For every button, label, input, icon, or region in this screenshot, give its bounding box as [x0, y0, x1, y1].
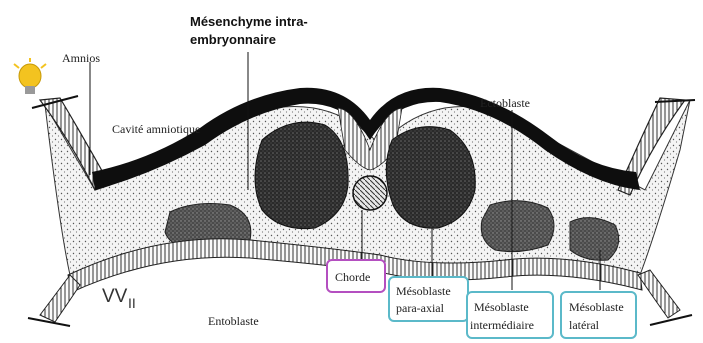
mesoblast-lateral-right [570, 218, 619, 261]
label-amnios: Amnios [62, 51, 100, 65]
mesoblast-para-axial-right [386, 127, 475, 228]
figure-code-sub: II [128, 295, 136, 311]
yolk-wall-right [638, 270, 680, 318]
mesoblast-intermediaire-right [481, 201, 554, 252]
label-cavite-amniotique: Cavité amniotique [112, 122, 200, 136]
label-lateral-line1: Mésoblaste [569, 300, 624, 314]
label-intermediaire-line1: Mésoblaste [474, 300, 529, 314]
label-mesenchyme-line2: embryonnaire [190, 32, 276, 47]
figure-code: VV [102, 286, 128, 307]
label-intermediaire-line2: intermédiaire [470, 318, 534, 332]
label-para-axial-line1: Mésoblaste [396, 284, 451, 298]
label-chorde: Chorde [335, 270, 370, 284]
label-para-axial-line2: para-axial [396, 301, 445, 315]
label-mesenchyme-line1: Mésenchyme intra- [190, 14, 308, 29]
label-entoblaste: Entoblaste [208, 314, 259, 328]
notochord [353, 176, 387, 210]
yolk-wall-left [40, 275, 80, 322]
light-bulb-icon [14, 58, 46, 94]
label-ectoblaste: Ectoblaste [480, 96, 530, 110]
mesoblast-para-axial-left [255, 122, 348, 228]
label-lateral-line2: latéral [569, 318, 600, 332]
